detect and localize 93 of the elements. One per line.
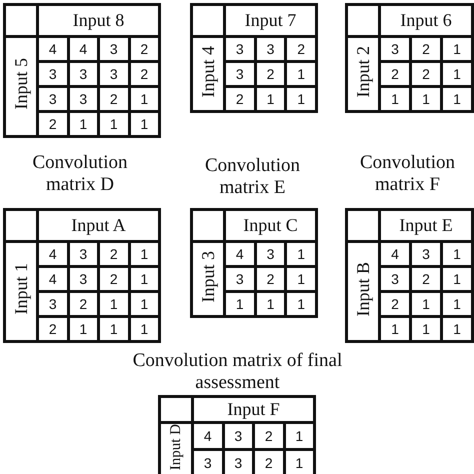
matrix-value: 3 — [224, 62, 256, 86]
matrix-value: 2 — [380, 62, 410, 86]
column-header: Input F — [192, 396, 315, 422]
matrix-value: 1 — [442, 316, 473, 342]
matrix-value: 3 — [98, 36, 129, 62]
row-header: Input D — [160, 422, 192, 474]
matrix-value: 1 — [129, 112, 160, 136]
matrix-value: 3 — [38, 86, 68, 112]
matrix-title: Convolution matrix E — [204, 155, 301, 199]
matrix-value: 1 — [442, 86, 473, 112]
matrix-value: 1 — [255, 292, 286, 316]
matrix-value: 3 — [255, 242, 286, 266]
matrix-value: 3 — [255, 36, 286, 62]
matrix-value: 1 — [68, 112, 98, 136]
matrix-value: 2 — [68, 292, 98, 316]
matrix-value: 1 — [286, 86, 316, 112]
matrix-value: 1 — [286, 242, 316, 266]
matrix-value: 2 — [38, 112, 68, 136]
matrix-value: 1 — [286, 62, 316, 86]
matrix-value: 2 — [410, 62, 442, 86]
row-header: Input 2 — [346, 36, 380, 112]
matrix-value: 2 — [98, 242, 129, 266]
matrix-value: 3 — [410, 242, 442, 266]
matrix-value: 3 — [224, 36, 256, 62]
matrix-value: 1 — [442, 266, 473, 292]
column-header: Input E — [380, 210, 473, 242]
matrix-value: 4 — [38, 36, 68, 62]
matrix-value: 2 — [255, 62, 286, 86]
matrix-value: 1 — [224, 292, 256, 316]
matrix-value: 3 — [38, 292, 68, 316]
column-header: Input 8 — [38, 4, 160, 36]
matrix-value: 1 — [129, 242, 160, 266]
matrix-value: 3 — [223, 422, 254, 450]
matrix-value: 2 — [410, 266, 442, 292]
matrix-value: 2 — [38, 316, 68, 342]
matrix-value: 3 — [68, 86, 98, 112]
matrix-value: 1 — [410, 292, 442, 316]
matrix-value: 2 — [129, 36, 160, 62]
matrix-value: 4 — [192, 422, 223, 450]
matrix-value: 1 — [129, 292, 160, 316]
matrix-value: 3 — [68, 62, 98, 86]
column-header: Input C — [224, 210, 316, 242]
matrix-value: 1 — [284, 422, 315, 450]
matrix-value: 4 — [38, 242, 68, 266]
matrix-value: 1 — [68, 316, 98, 342]
matrix-value: 1 — [98, 112, 129, 136]
matrix-value: 1 — [98, 316, 129, 342]
matrix-value: 3 — [38, 62, 68, 86]
matrix-value: 1 — [98, 292, 129, 316]
row-header: Input 1 — [4, 242, 38, 342]
matrix-value: 2 — [410, 36, 442, 62]
matrix-value: 4 — [224, 242, 256, 266]
matrix-value: 4 — [68, 36, 98, 62]
matrix-value: 1 — [410, 86, 442, 112]
matrix-value: 3 — [224, 266, 256, 292]
matrix-value: 3 — [98, 62, 129, 86]
matrix-value: 1 — [255, 86, 286, 112]
matrix-value: 4 — [38, 266, 68, 292]
matrix-value: 1 — [442, 292, 473, 316]
matrix-value: 1 — [286, 266, 316, 292]
matrix-value: 2 — [286, 36, 316, 62]
row-header: Input 5 — [4, 36, 38, 136]
matrix-value: 3 — [380, 266, 410, 292]
matrix-value: 2 — [255, 266, 286, 292]
matrix-value: 2 — [224, 86, 256, 112]
column-header: Input 6 — [380, 4, 473, 36]
matrix-title: Convolution matrix F — [358, 152, 456, 196]
row-header: Input 3 — [192, 242, 224, 316]
matrix-value: 2 — [98, 86, 129, 112]
matrix-value: 1 — [442, 242, 473, 266]
column-header: Input A — [38, 210, 160, 242]
matrix-value: 1 — [380, 316, 410, 342]
matrix-value: 2 — [98, 266, 129, 292]
row-header: Input 4 — [192, 36, 224, 112]
matrix-value: 2 — [254, 422, 284, 450]
matrix-value: 1 — [129, 266, 160, 292]
matrix-value: 2 — [129, 62, 160, 86]
matrix-title: Convolution matrix D — [31, 152, 128, 196]
row-header: Input B — [346, 242, 380, 342]
matrix-value: 1 — [410, 316, 442, 342]
matrix-value: 3 — [380, 36, 410, 62]
matrix-title: Convolution matrix of final assessment — [132, 350, 344, 394]
matrix-value: 3 — [68, 242, 98, 266]
matrix-value: 1 — [442, 62, 473, 86]
matrix-value: 1 — [380, 86, 410, 112]
matrix-value: 3 — [68, 266, 98, 292]
matrix-value: 1 — [129, 316, 160, 342]
matrix-value: 1 — [286, 292, 316, 316]
column-header: Input 7 — [224, 4, 316, 36]
matrix-value: 1 — [129, 86, 160, 112]
matrix-value: 4 — [380, 242, 410, 266]
matrix-value: 2 — [380, 292, 410, 316]
matrix-value: 1 — [442, 36, 473, 62]
